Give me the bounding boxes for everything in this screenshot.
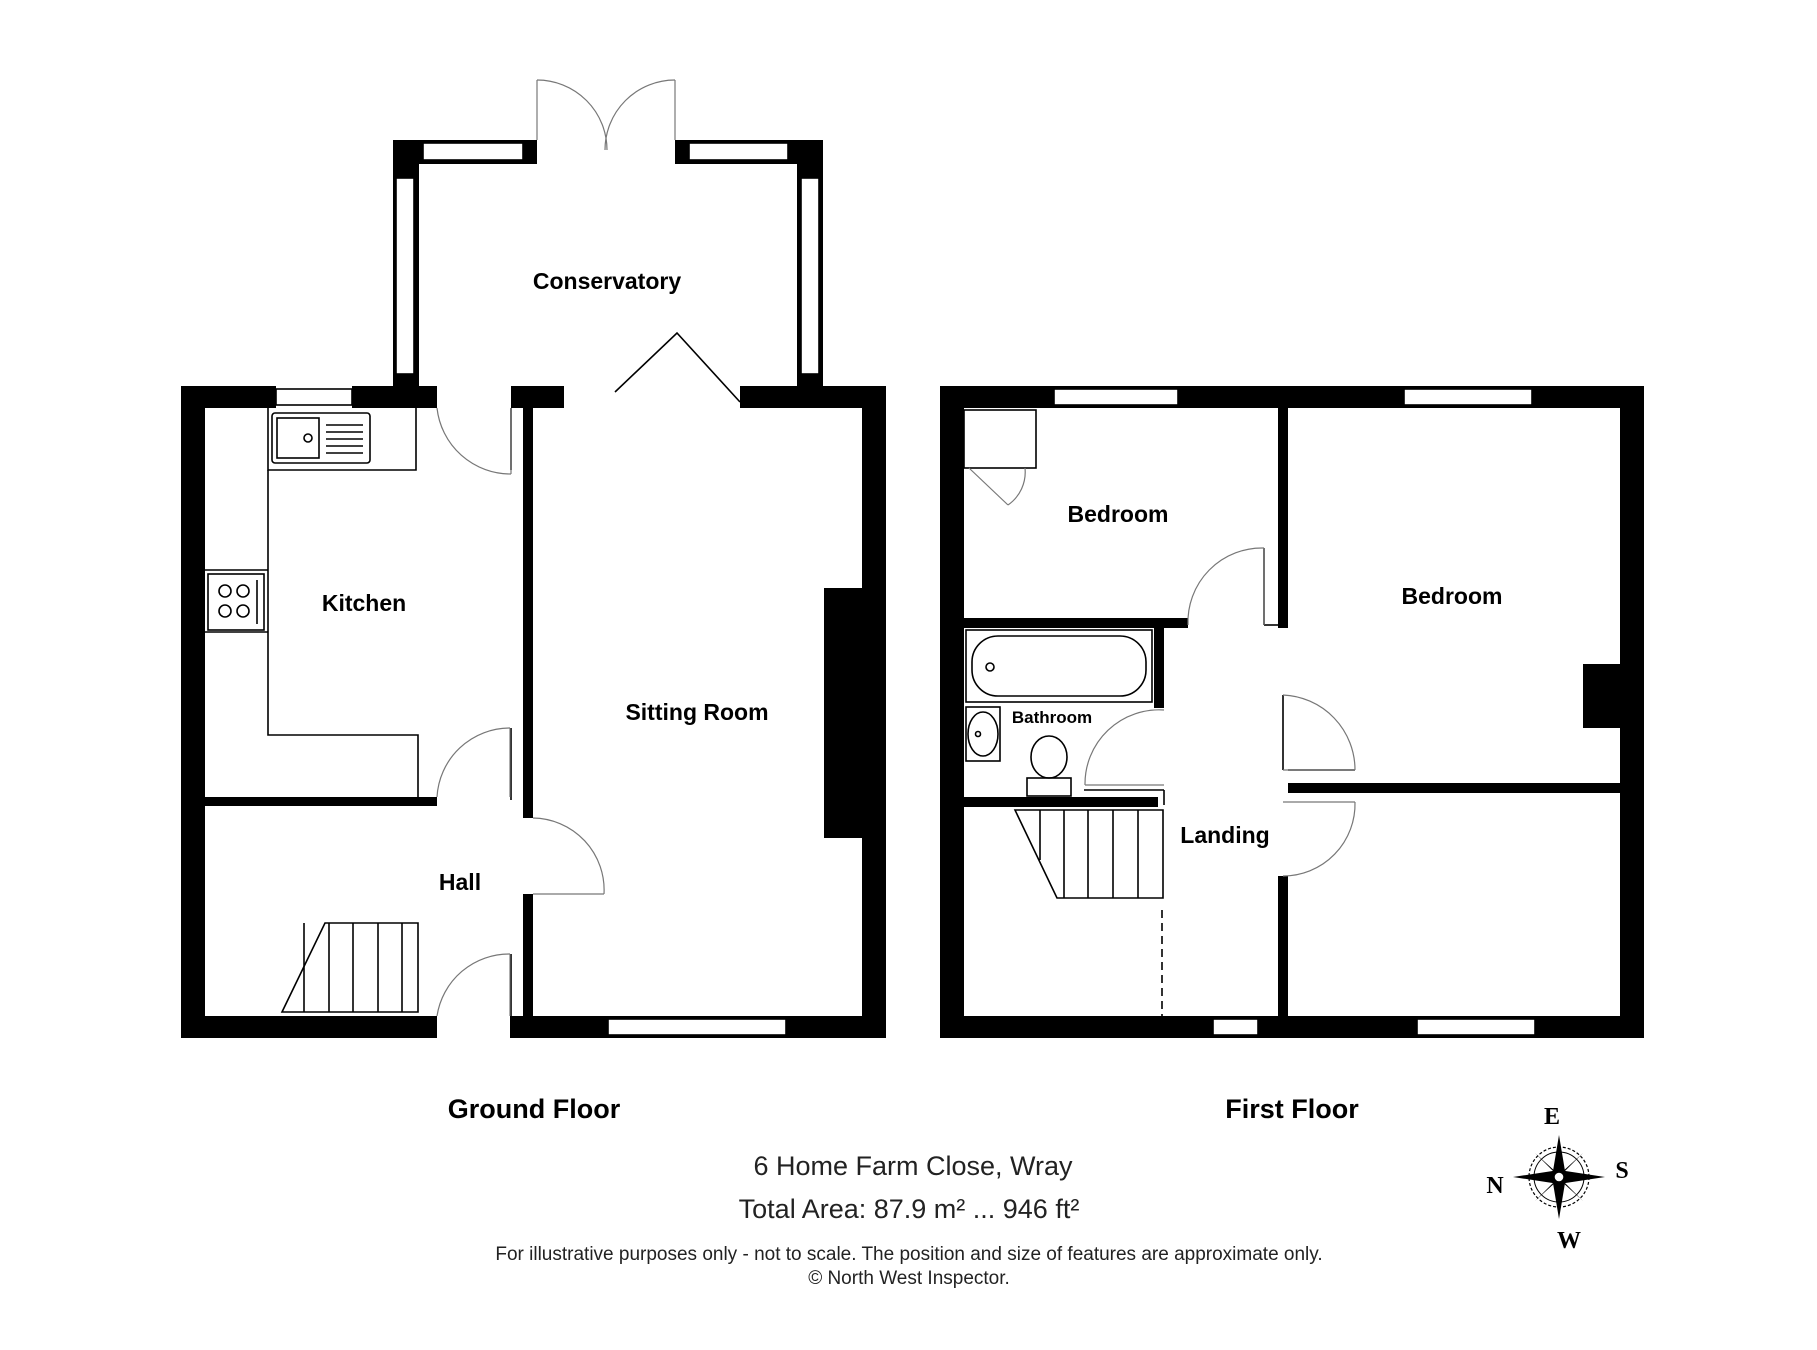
conservatory-label: Conservatory xyxy=(533,268,681,294)
copyright-text: © North West Inspector. xyxy=(808,1268,1010,1289)
compass-south-letter: S xyxy=(1615,1158,1628,1184)
first-floor-title: First Floor xyxy=(1225,1094,1359,1124)
ground-floor-plan: Conservatory Kitchen Sitting Room Hall xyxy=(181,79,886,1038)
compass-rose-icon xyxy=(1513,1135,1605,1219)
sitting-room-label: Sitting Room xyxy=(625,699,768,725)
bathroom-label: Bathroom xyxy=(1012,708,1092,727)
landing-label: Landing xyxy=(1180,822,1269,848)
compass-north-letter: N xyxy=(1486,1173,1504,1199)
hall-label: Hall xyxy=(439,869,481,895)
first-floor-plan: Bedroom Bedroom Bathroom Landing xyxy=(940,386,1644,1038)
compass-east-letter: E xyxy=(1544,1104,1560,1130)
bedroom-front-label: Bedroom xyxy=(1068,501,1169,527)
ground-floor-title: Ground Floor xyxy=(448,1094,621,1124)
kitchen-label: Kitchen xyxy=(322,590,406,616)
disclaimer-text: For illustrative purposes only - not to … xyxy=(495,1244,1322,1265)
bedroom-right-label: Bedroom xyxy=(1402,583,1503,609)
total-area: Total Area: 87.9 m² ... 946 ft² xyxy=(739,1194,1080,1224)
compass-west-letter: W xyxy=(1557,1228,1581,1254)
property-address: 6 Home Farm Close, Wray xyxy=(753,1151,1073,1181)
